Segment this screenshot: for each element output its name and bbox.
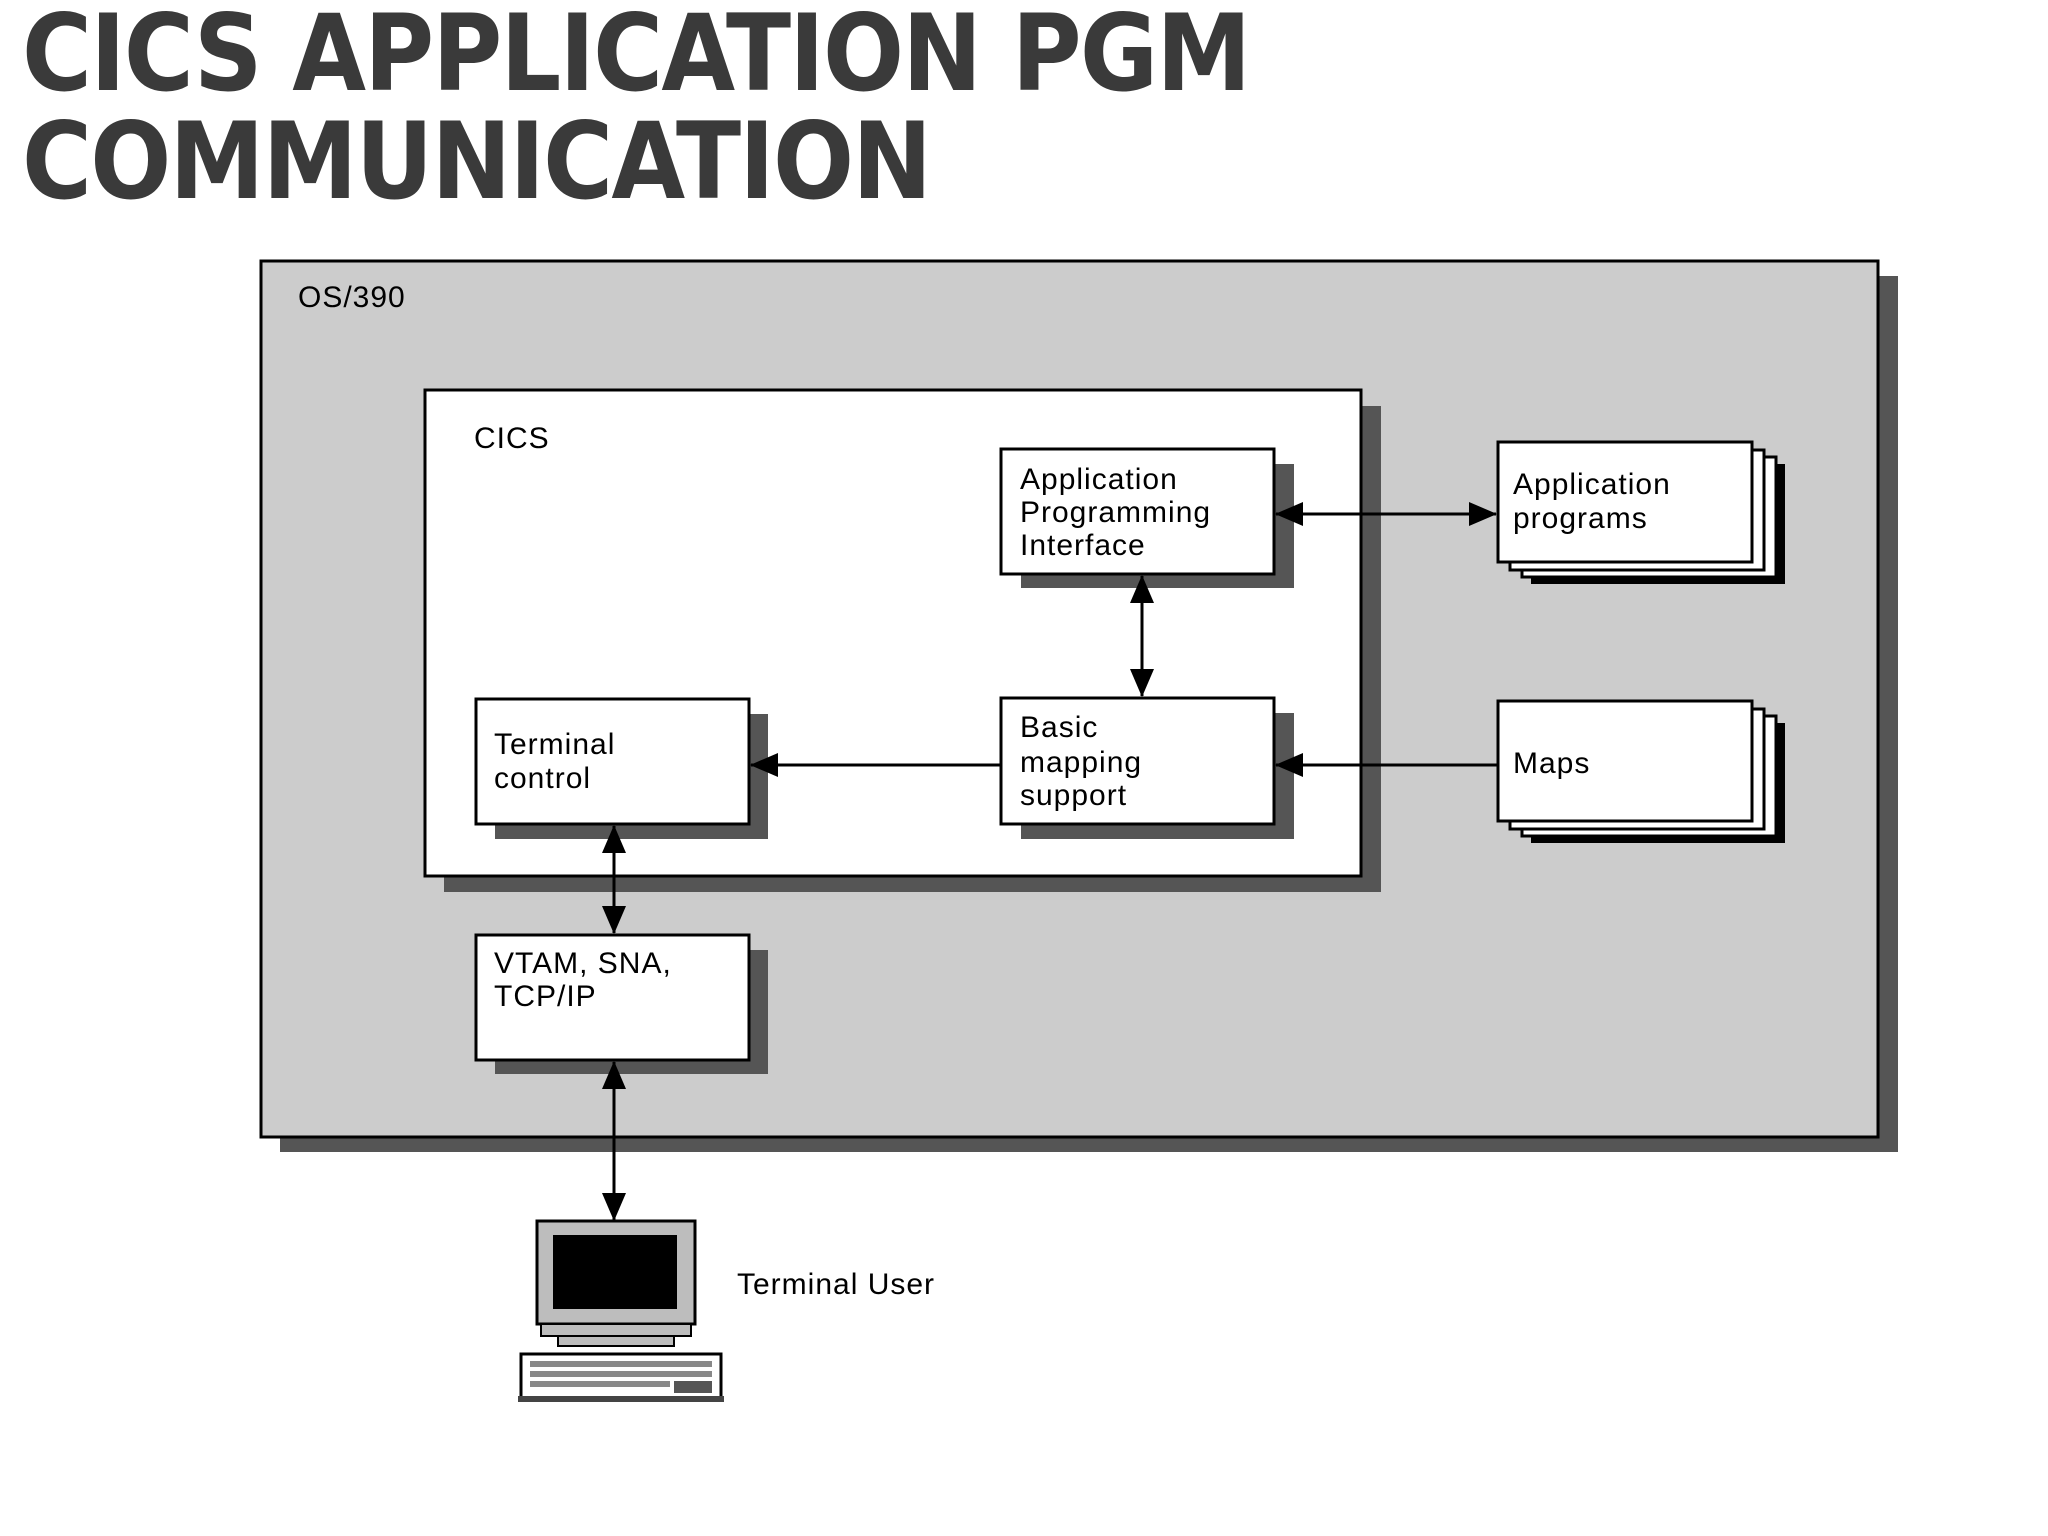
terminal-control-rect <box>474 697 751 826</box>
cics-label: CICS <box>474 422 550 455</box>
bms-label-line-2: mapping <box>1020 746 1142 779</box>
vtam-rect <box>474 933 751 1062</box>
title-line-1: CICS APPLICATION PGM <box>22 0 1251 115</box>
api-label-line-1: Application <box>1020 463 1178 496</box>
terminal-user-label: Terminal User <box>737 1268 935 1301</box>
api-label-line-2: Programming <box>1020 496 1211 529</box>
terminal-control-label-line-1: Terminal <box>494 728 615 761</box>
vtam-label-line-1: VTAM, SNA, <box>494 947 672 980</box>
application-programs-stack: Application programs <box>1496 440 1785 584</box>
terminal-control-label-line-2: control <box>494 762 591 795</box>
application-programs-label-line-1: Application <box>1513 468 1671 501</box>
vtam-label-line-2: TCP/IP <box>494 980 597 1013</box>
api-rect <box>999 447 1276 576</box>
api-label-line-3: Interface <box>1020 529 1146 562</box>
terminal-control-box: Terminal control <box>474 697 768 839</box>
vtam-box: VTAM, SNA, TCP/IP <box>474 933 768 1074</box>
slide-title: CICS APPLICATION PGM COMMUNICATION <box>22 0 1251 223</box>
maps-stack: Maps <box>1496 699 1785 843</box>
bms-box: Basic mapping support <box>999 696 1294 839</box>
computer-terminal-icon <box>518 1219 724 1402</box>
bms-rect <box>999 696 1276 826</box>
os390-label: OS/390 <box>298 281 406 314</box>
connectors <box>602 502 1498 1221</box>
application-programs-label-line-2: programs <box>1513 502 1648 535</box>
api-box: Application Programming Interface <box>999 447 1294 588</box>
app-stack-sheet-1 <box>1496 440 1754 564</box>
maps-label: Maps <box>1513 747 1590 780</box>
bms-label-line-3: support <box>1020 779 1127 812</box>
title-line-2: COMMUNICATION <box>22 100 932 223</box>
bms-label-line-1: Basic <box>1020 711 1098 744</box>
maps-stack-sheet-1 <box>1496 699 1754 823</box>
